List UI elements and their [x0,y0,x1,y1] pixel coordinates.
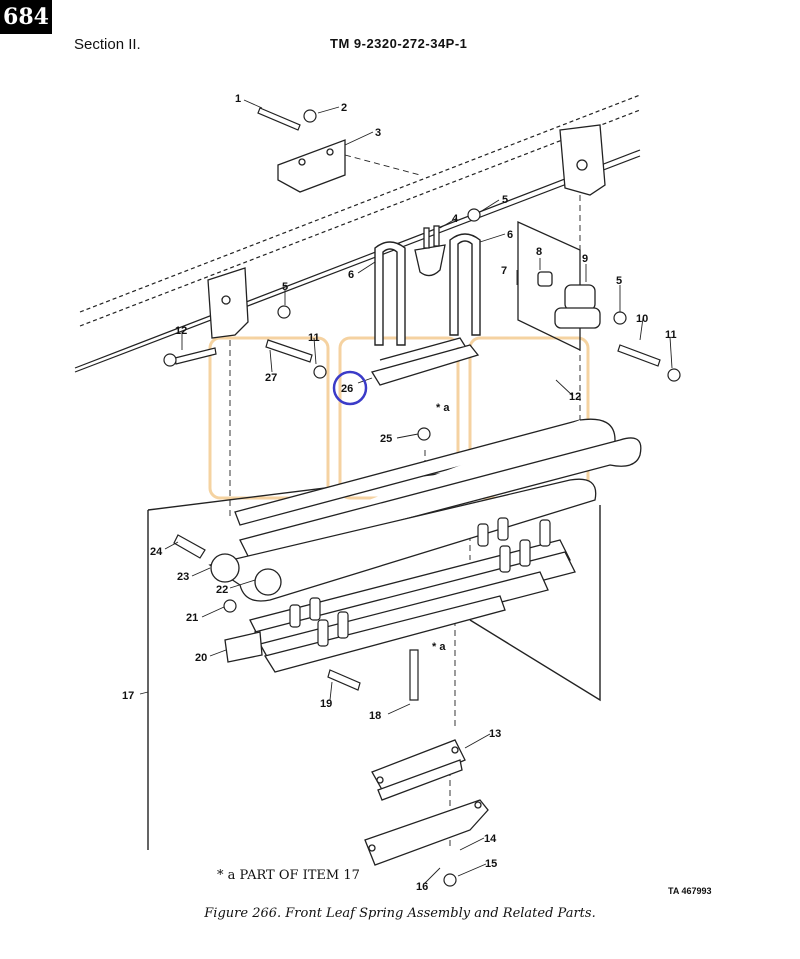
callout-3: 3 [375,127,381,139]
tm-number: TM 9-2320-272-34P-1 [330,36,468,51]
callout-26: 26 [341,383,353,395]
spring-seat [370,337,480,386]
callout-27: 27 [265,372,277,384]
highlight-circle [332,370,368,406]
callout-14: 14 [484,833,497,845]
spring-clips [289,517,551,647]
callout-24: 24 [150,546,163,558]
callout-5b: 5 [282,281,288,293]
callout-10: 10 [636,313,648,325]
front-hanger [207,267,249,339]
upper-leaf [234,418,642,561]
callout-labels: 1 2 3 4 5 5 5 6 6 7 8 9 10 11 11 12 12 1… [122,93,677,893]
callout-5c: 5 [616,275,622,287]
u-bolts [374,233,481,346]
callout-23: 23 [177,571,189,583]
rear-hanger [559,124,606,196]
callout-19: 19 [320,698,332,710]
figure-caption: Figure 266. Front Leaf Spring Assembly a… [204,906,596,921]
bolts [163,107,661,701]
callout-4: 4 [452,213,459,225]
section-label: Section II. [74,36,141,53]
callout-leaders [139,99,673,884]
footnote: * a PART OF ITEM 17 [217,868,360,883]
callout-12b: 12 [569,391,581,403]
callout-21: 21 [186,612,198,624]
marker-a-bottom: * a [432,641,446,653]
callout-6b: 6 [348,269,354,281]
callout-1: 1 [235,93,241,105]
callout-20: 20 [195,652,207,664]
callout-13: 13 [489,728,501,740]
callout-9: 9 [582,253,588,265]
bump-stop [414,225,446,277]
bracket-3 [277,139,346,193]
callout-6a: 6 [507,229,513,241]
callout-11b: 11 [665,329,677,341]
spring-pack [208,478,597,673]
frame-rail [74,94,641,373]
callout-25: 25 [380,433,392,445]
callout-7: 7 [501,265,507,277]
callout-2: 2 [341,102,347,114]
callout-16: 16 [416,881,428,893]
shackle-assembly [517,220,601,352]
callout-17: 17 [122,690,134,702]
page-number-badge: 684 [0,0,52,34]
callout-8: 8 [536,246,542,258]
lower-plates [364,739,489,866]
callout-11a: 11 [308,332,320,344]
ta-number: TA 467993 [668,886,712,896]
callout-5a: 5 [502,194,508,206]
callout-22: 22 [216,584,228,596]
callout-18: 18 [369,710,381,722]
callout-12a: 12 [175,325,187,337]
callout-15: 15 [485,858,497,870]
marker-a-top: * a [436,402,450,414]
nuts [223,109,681,887]
